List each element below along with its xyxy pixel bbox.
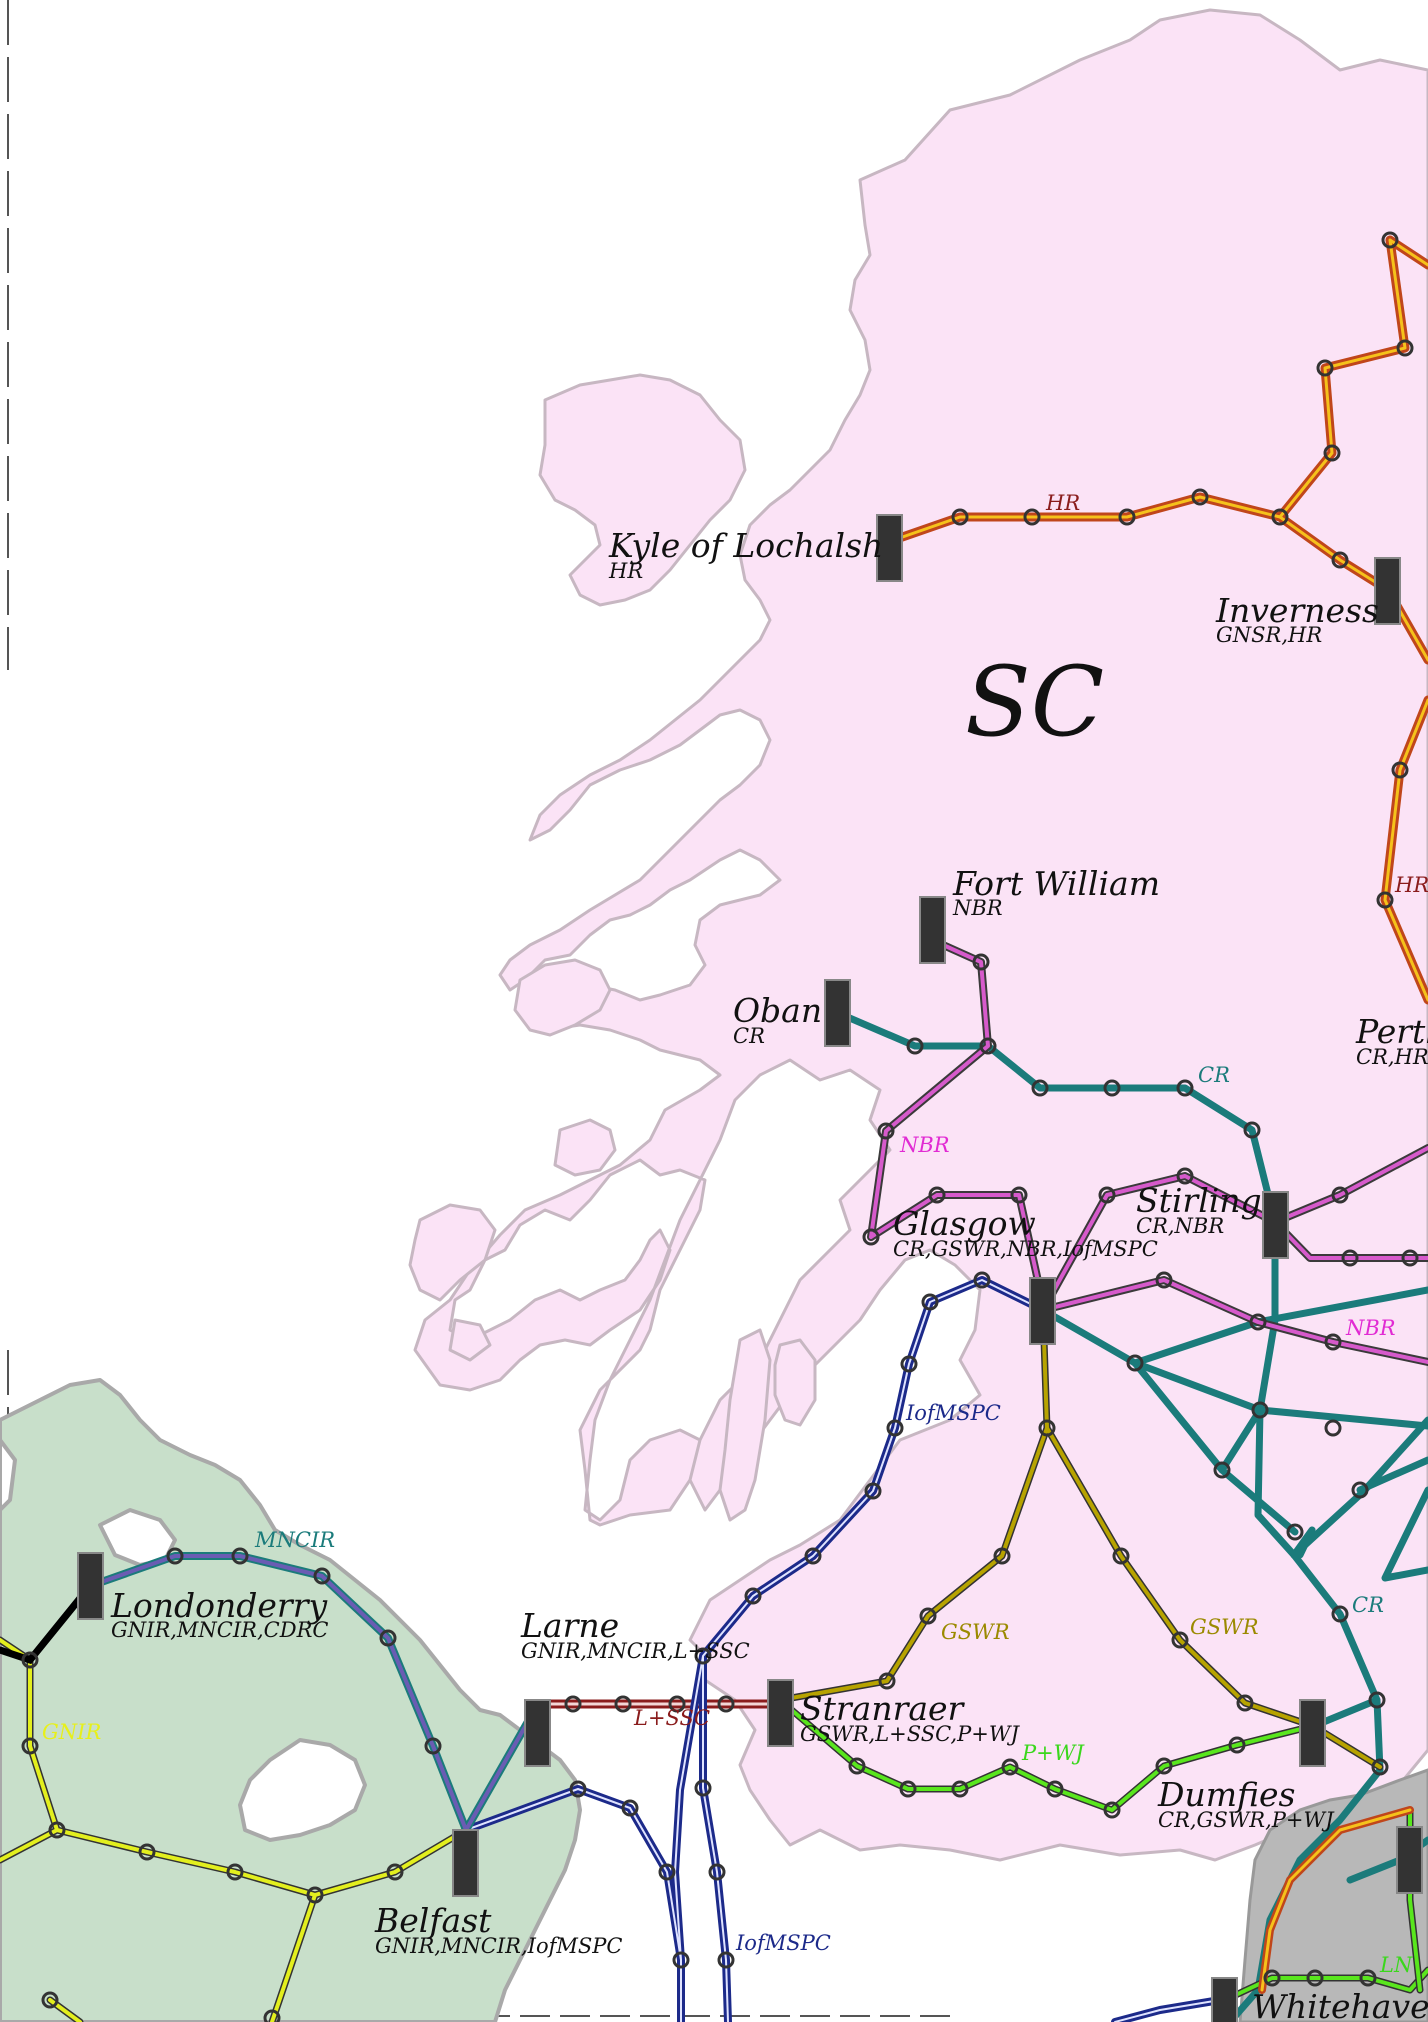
england-land — [1238, 1768, 1428, 2022]
station-fort-william — [919, 896, 946, 964]
station-carlisle — [1396, 1826, 1423, 1894]
line-labels: HR HR CR CR NBR NBR GSWR GSWR IofMSPC Io… — [42, 491, 1428, 1977]
city-companies: HR — [608, 559, 643, 583]
city-name: Stirling — [1136, 1181, 1262, 1220]
city-name: Fort William — [952, 864, 1160, 903]
stops — [21, 231, 1419, 2022]
city-companies: CR,HR — [1356, 1045, 1428, 1069]
station-glasgow — [1029, 1277, 1056, 1345]
city-labels: Kyle of Lochalsh HR Inverness GNSR,HR Fo… — [110, 526, 1428, 2022]
city-name: Whitehaven — [1252, 1987, 1428, 2022]
city-companies: CR,GSWR,NBR,IofMSPC — [893, 1237, 1158, 1261]
city-companies: GNSR,HR — [1216, 623, 1322, 647]
city-name: Belfast — [374, 1901, 492, 1940]
line-label-lssc: L+SSC — [633, 1706, 710, 1730]
city-companies: CR,GSWR,P+WJ — [1158, 1808, 1335, 1832]
gnir-lines — [0, 1582, 542, 2022]
station-stranraer — [767, 1679, 794, 1747]
station-dumfies — [1299, 1699, 1326, 1767]
pwj-lines — [776, 1696, 1317, 1814]
line-label-cr: CR — [1352, 1593, 1384, 1617]
cdrc-line — [0, 1582, 94, 1665]
line-label-ln: LN — [1379, 1953, 1413, 1977]
city-companies: GNIR,MNCIR,CDRC — [111, 1618, 328, 1642]
city-companies: GNIR,MNCIR,L+SSC — [521, 1639, 750, 1663]
station-londonderry — [77, 1552, 104, 1620]
line-label-nbr: NBR — [1345, 1316, 1396, 1340]
city-companies: CR — [733, 1024, 765, 1048]
line-label-hr: HR — [1394, 873, 1428, 897]
station-oban — [824, 979, 851, 1047]
gswr-lines — [776, 1306, 1384, 1771]
city-name: Glasgow — [893, 1204, 1036, 1243]
station-kyle-of-lochalsh — [876, 514, 903, 582]
city-companies: GSWR,L+SSC,P+WJ — [800, 1722, 1020, 1746]
station-inverness — [1374, 557, 1401, 625]
city-name: Kyle of Lochalsh — [608, 526, 883, 565]
line-label-iom: IofMSPC — [905, 1401, 1001, 1425]
city-name: Larne — [520, 1606, 619, 1645]
stations — [77, 514, 1423, 2022]
city-companies: GNIR,MNCIR,IofMSPC — [375, 1934, 622, 1958]
line-label-gnir: GNIR — [42, 1720, 101, 1744]
city-name: Oban — [733, 991, 822, 1030]
station-whitehaven — [1211, 1977, 1238, 2022]
line-label-iom: IofMSPC — [735, 1931, 831, 1955]
city-name: Inverness — [1215, 591, 1379, 630]
cr-lines — [834, 1009, 1428, 2022]
line-label-hr: HR — [1045, 491, 1080, 515]
city-companies: CR,NBR — [1136, 1214, 1224, 1238]
city-name: Londonderry — [110, 1586, 327, 1625]
mncir-lines — [86, 1552, 542, 1834]
line-label-gswr: GSWR — [941, 1620, 1010, 1644]
city-companies: NBR — [952, 896, 1003, 920]
ireland-land — [0, 1378, 582, 2022]
region-label: SC — [965, 646, 1104, 758]
city-name: Stranraer — [800, 1689, 966, 1728]
station-larne — [524, 1699, 551, 1767]
station-stirling — [1262, 1191, 1289, 1259]
line-label-cr: CR — [1198, 1063, 1230, 1087]
station-belfast — [452, 1829, 479, 1897]
city-name: Perth — [1355, 1012, 1428, 1051]
line-label-pwj: P+WJ — [1021, 1741, 1085, 1765]
line-label-gswr: GSWR — [1190, 1615, 1259, 1639]
nbr-lines — [867, 936, 1428, 1366]
line-label-mncir: MNCIR — [254, 1528, 335, 1552]
city-name: Dumfies — [1157, 1775, 1295, 1814]
line-label-nbr: NBR — [899, 1133, 950, 1157]
